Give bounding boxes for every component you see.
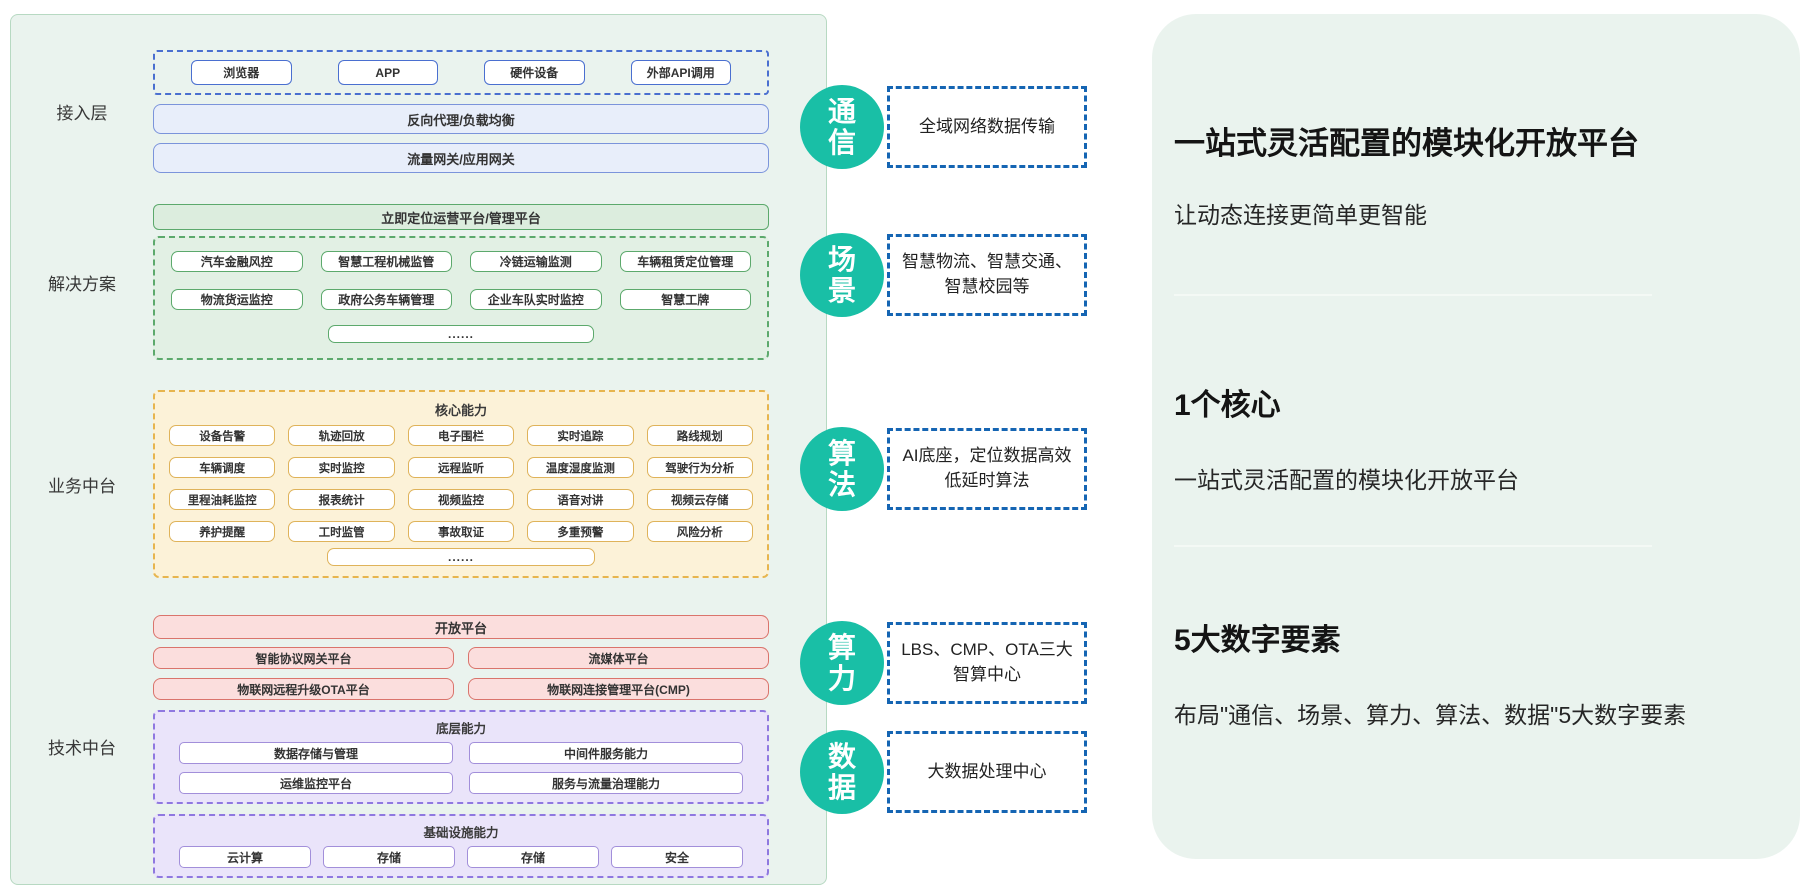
capability-box: 车辆调度 [169,457,276,478]
solution-box: 物流货运监控 [171,289,303,310]
capability-box: 视频云存储 [646,489,753,510]
gateway-bar: 流量网关/应用网关 [153,143,769,173]
base-capability-container: 底层能力 数据存储与管理中间件服务能力运维监控平台服务与流量治理能力 [153,710,769,804]
scenario-desc-box: 智慧物流、智慧交通、智慧校园等 [887,234,1087,316]
capability-box: 远程监听 [407,457,515,478]
rail-item-computing-power: 算力 LBS、CMP、OTA三大智算中心 [800,621,1087,705]
platform-cell: 流媒体平台 [468,647,769,669]
summary-subtitle: 让动态连接更简单更智能 [1174,202,1427,228]
base-capability-box: 数据存储与管理 [179,742,453,764]
capability-box: 多重预警 [527,521,634,542]
section-body-core: 一站式灵活配置的模块化开放平台 [1174,467,1519,493]
section-body-elements: 布局"通信、场景、算力、算法、数据"5大数字要素 [1174,702,1687,728]
algorithm-desc-box: AI底座，定位数据高效低延时算法 [887,428,1087,510]
solution-box: 政府公务车辆管理 [320,289,452,310]
architecture-panel: 接入层 浏览器 APP 硬件设备 外部API调用 反向代理/负载均衡流量网关/应用网关… [10,14,827,885]
capability-box: 风险分析 [646,521,753,542]
communication-badge: 通信 [800,85,884,169]
core-capability-container: 核心能力 设备告警轨迹回放电子围栏实时追踪路线规划车辆调度实时监控远程监听温度湿… [153,390,769,578]
capability-box: 工时监管 [288,521,395,542]
solution-box: 汽车金融风控 [171,251,303,272]
base-capability-title: 底层能力 [435,722,486,736]
capability-box: 路线规划 [646,425,753,446]
capability-box: 语音对讲 [527,489,634,510]
solution-more-box: ...... [327,325,595,343]
gateway-bars: 反向代理/负载均衡流量网关/应用网关 [153,95,769,173]
scenario-badge: 场景 [800,233,884,317]
layer-label-access: 接入层 [56,104,108,123]
capability-box: 温度湿度监测 [527,457,634,478]
base-capability-box: 中间件服务能力 [469,742,743,764]
platform-cell: 物联网连接管理平台(CMP) [468,678,769,700]
infra-capability-box: 云计算 [179,846,311,868]
divider [1174,294,1652,296]
computing-power-desc-box: LBS、CMP、OTA三大智算中心 [887,622,1087,704]
platform-cell: 物联网远程升级OTA平台 [153,678,454,700]
core-capability-grid: 设备告警轨迹回放电子围栏实时追踪路线规划车辆调度实时监控远程监听温度湿度监测驾驶… [169,425,753,542]
infra-capability-box: 安全 [611,846,743,868]
solution-box: 冷链运输监测 [470,251,602,272]
client-types-container: 浏览器 APP 硬件设备 外部API调用 [153,50,769,95]
algorithm-badge: 算法 [800,427,884,511]
layer-access: 接入层 浏览器 APP 硬件设备 外部API调用 反向代理/负载均衡流量网关/应用网关 [11,50,826,173]
divider [1174,545,1652,547]
data-badge: 数据 [800,730,884,814]
rail-item-algorithm: 算法 AI底座，定位数据高效低延时算法 [800,427,1087,511]
solution-box: 智慧工程机械监管 [320,251,452,272]
layer-label-tech: 技术中台 [48,739,116,758]
capability-box: 养护提醒 [169,521,276,542]
layer-label-business: 业务中台 [48,476,116,496]
rail-item-communication: 通信 全域网络数据传输 [800,85,1087,169]
rail-item-data: 数据 大数据处理中心 [800,730,1087,814]
layer-label-solution: 解决方案 [48,274,116,294]
base-capability-box: 运维监控平台 [179,772,453,794]
communication-desc-box: 全域网络数据传输 [887,86,1087,168]
capability-box: 实时监控 [288,457,395,478]
infra-capability-title: 基础设施能力 [423,826,499,840]
capability-box: 事故取证 [407,521,515,542]
layer-business: 业务中台 核心能力 设备告警轨迹回放电子围栏实时追踪路线规划车辆调度实时监控远程… [11,390,826,578]
client-type-box: 硬件设备 [484,60,585,85]
rail-item-scenario: 场景 智慧物流、智慧交通、智慧校园等 [800,233,1087,317]
computing-power-badge: 算力 [800,621,884,705]
section-heading-elements: 5大数字要素 [1174,624,1341,657]
layer-solution: 解决方案 立即定位运营平台/管理平台 汽车金融风控智慧工程机械监管冷链运输监测车… [11,204,826,360]
solution-box: 车辆租赁定位管理 [619,251,751,272]
base-capability-grid: 数据存储与管理中间件服务能力运维监控平台服务与流量治理能力 [179,742,743,794]
infra-capability-box: 存储 [467,846,599,868]
summary-panel: 一站式灵活配置的模块化开放平台 让动态连接更简单更智能 1个核心 一站式灵活配置… [1152,14,1800,859]
core-capability-title: 核心能力 [434,403,487,418]
capability-box: 驾驶行为分析 [646,457,753,478]
infra-capability-container: 基础设施能力 云计算存储存储安全 [153,814,769,878]
client-type-box: 外部API调用 [630,60,731,85]
layer-tech: 技术中台 开放平台 智能协议网关平台流媒体平台物联网远程升级OTA平台物联网连接… [11,615,826,878]
capability-box: 实时追踪 [527,425,634,446]
capability-box: 轨迹回放 [288,425,395,446]
capability-box: 报表统计 [288,489,395,510]
capability-box: 设备告警 [169,425,276,446]
infra-capability-grid: 云计算存储存储安全 [179,846,743,868]
data-desc-box: 大数据处理中心 [887,731,1087,813]
solution-grid: 汽车金融风控智慧工程机械监管冷链运输监测车辆租赁定位管理物流货运监控政府公务车辆… [171,251,751,310]
client-type-box: APP [337,60,438,85]
platform-cell: 智能协议网关平台 [153,647,454,669]
open-platform-bar: 开放平台 [153,615,769,639]
capability-box: 电子围栏 [407,425,515,446]
capability-box: 视频监控 [407,489,515,510]
solution-box: 企业车队实时监控 [470,289,602,310]
platform-bar: 立即定位运营平台/管理平台 [153,204,769,230]
infra-capability-box: 存储 [323,846,455,868]
section-heading-core: 1个核心 [1174,389,1281,422]
client-type-box: 浏览器 [191,60,292,85]
base-capability-box: 服务与流量治理能力 [469,772,743,794]
capability-box: 里程油耗监控 [169,489,276,510]
capability-more-box: ...... [326,548,596,566]
solution-container: 汽车金融风控智慧工程机械监管冷链运输监测车辆租赁定位管理物流货运监控政府公务车辆… [153,236,769,360]
gateway-bar: 反向代理/负载均衡 [153,104,769,134]
summary-title: 一站式灵活配置的模块化开放平台 [1174,126,1639,161]
platform-cells-grid: 智能协议网关平台流媒体平台物联网远程升级OTA平台物联网连接管理平台(CMP) [153,647,769,700]
solution-box: 智慧工牌 [619,289,751,310]
